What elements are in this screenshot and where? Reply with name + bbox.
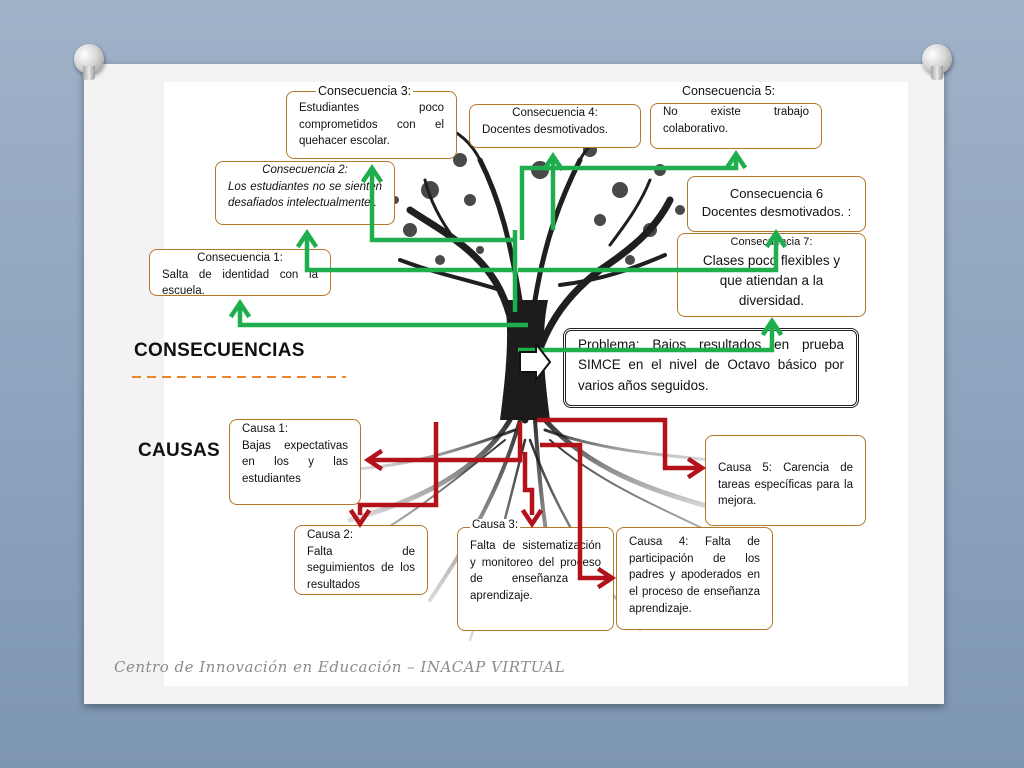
cause-3-title: Causa 3:	[470, 519, 521, 531]
pushpin-left-icon	[74, 44, 104, 80]
cause-4-box: Causa 4: Falta de participación de los p…	[616, 527, 773, 630]
consequence-3-text: Estudiantes poco comprometidos con el qu…	[299, 102, 444, 148]
consequence-5-text: No existe trabajo colaborativo.	[663, 106, 809, 135]
cause-1-box: Causa 1: Bajas expectativas en los y las…	[229, 419, 361, 505]
tree-trunk	[500, 300, 550, 420]
consequence-2-title: Consecuencia 2:	[262, 164, 348, 176]
problem-box: Problema: Bajos resultados en prueba SIM…	[563, 328, 859, 408]
consequence-1-box: Consecuencia 1: Salta de identidad con l…	[149, 249, 331, 298]
pushpin-right-icon	[922, 44, 952, 80]
consequence-6-box: Consecuencia 6 Docentes desmotivados. :	[687, 176, 866, 232]
consequence-1-text: Salta de identidad con la escuela.	[162, 268, 318, 298]
consequence-3-label: Consecuencia 3:	[316, 84, 414, 98]
consequence-6-title: Consecuencia 6	[729, 186, 824, 201]
cause-4-text: Causa 4: Falta de participación de los p…	[629, 536, 760, 615]
cause-3-text: Falta de sistematización y monitoreo del…	[470, 540, 601, 603]
cause-2-box: Causa 2: Falta de seguimientos de los re…	[294, 525, 428, 595]
cause-3-box: Falta de sistematización y monitoreo del…	[457, 527, 614, 631]
consequence-7-box: Consecuencia 7: Clases poco flexibles y …	[677, 233, 866, 317]
consequence-5-title: Consecuencia 5:	[682, 84, 776, 98]
consequences-divider	[132, 376, 346, 378]
consequence-2-box: Consecuencia 2: Los estudiantes no se si…	[215, 161, 395, 225]
consequence-4-title: Consecuencia 4:	[512, 107, 598, 119]
consequence-4-box: Consecuencia 4: Docentes desmotivados.	[469, 104, 641, 148]
causes-heading: CAUSAS	[138, 440, 221, 461]
consequence-4-text: Docentes desmotivados.	[482, 123, 608, 136]
consequence-1-title: Consecuencia 1:	[197, 252, 283, 264]
cause-5-text: Causa 5: Carencia de tareas específicas …	[718, 462, 853, 508]
consequence-2-text: Los estudiantes no se sienten desafiados…	[228, 180, 382, 210]
consequence-3-box: Estudiantes poco comprometidos con el qu…	[286, 91, 457, 159]
cause-2-title: Causa 2:	[307, 529, 354, 541]
cause-5-box: Causa 5: Carencia de tareas específicas …	[705, 435, 866, 526]
footer-caption: Centro de Innovación en Educación – INAC…	[114, 658, 566, 676]
consequence-7-text: Clases poco flexibles y que atiendan a l…	[702, 252, 841, 309]
consequence-7-title: Consecuencia 7:	[730, 236, 813, 248]
consequence-5-box: No existe trabajo colaborativo.	[650, 103, 822, 149]
cause-1-title: Causa 1:	[242, 423, 289, 435]
consequences-heading: CONSECUENCIAS	[134, 340, 305, 361]
consequence-6-text: Docentes desmotivados. :	[701, 204, 852, 220]
cause-2-text: Falta de seguimientos de los resultados	[307, 545, 415, 592]
problem-text: Problema: Bajos resultados en prueba SIM…	[578, 337, 844, 393]
cause-1-text: Bajas expectativas en los y las estudian…	[242, 439, 348, 486]
